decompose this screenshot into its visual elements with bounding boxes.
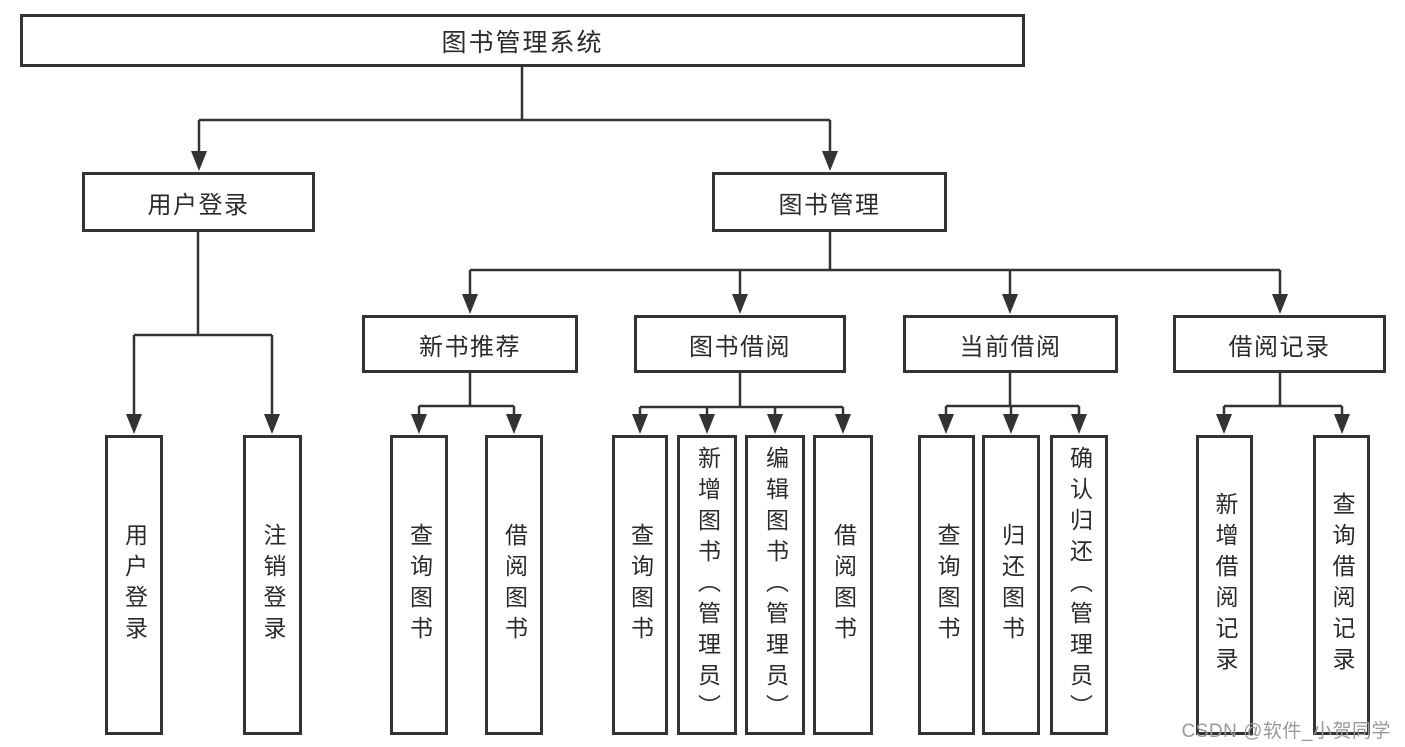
node-label: 注销登录	[260, 523, 286, 647]
leaf-current-return-books: 归还图书	[982, 435, 1040, 735]
node-book-management: 图书管理	[712, 172, 947, 232]
node-book-borrowing: 图书借阅	[634, 315, 846, 373]
node-label: 归还图书	[998, 523, 1025, 647]
leaf-recommend-borrow-books: 借阅图书	[485, 435, 543, 735]
arrowheads-level2	[191, 151, 838, 171]
leaf-borrowing-query-books: 查询图书	[612, 435, 668, 735]
node-new-book-recommend: 新书推荐	[362, 315, 578, 373]
arrowheads-bookborrow-leaves	[632, 414, 851, 434]
node-root: 图书管理系统	[20, 14, 1025, 67]
node-label: 当前借阅	[959, 333, 1062, 361]
leaf-recommend-query-books: 查询图书	[390, 435, 448, 735]
node-label: 图书管理	[778, 191, 881, 219]
node-label: 借阅图书	[501, 523, 528, 647]
csdn-watermark: CSDN @软件_小贺同学	[1181, 721, 1391, 742]
node-label: 新增借阅记录	[1212, 492, 1238, 678]
leaf-records-query-record: 查询借阅记录	[1313, 435, 1370, 735]
node-label: 图书借阅	[689, 333, 791, 361]
arrowheads-level3	[462, 294, 1288, 314]
node-current-borrowing: 当前借阅	[903, 315, 1118, 373]
leaf-records-add-record: 新增借阅记录	[1196, 435, 1253, 735]
node-label: 用户登录	[121, 523, 148, 647]
connector-records-to-leaves	[1222, 373, 1344, 416]
node-label: 查询图书	[627, 523, 654, 647]
leaf-borrowing-add-books-admin: 新增图书（管理员）	[677, 435, 737, 735]
leaf-logout: 注销登录	[243, 435, 302, 735]
node-borrow-records: 借阅记录	[1173, 315, 1386, 373]
arrowheads-newbook-leaves	[411, 414, 522, 434]
node-label: 借阅图书	[830, 523, 857, 647]
connector-currentborrow-to-leaves	[944, 373, 1081, 416]
arrowheads-userlogin-leaves	[126, 414, 280, 434]
node-label: 用户登录	[147, 191, 250, 219]
node-label: 查询图书	[934, 523, 960, 647]
node-label: 图书管理系统	[441, 28, 604, 57]
leaf-current-query-books: 查询图书	[918, 435, 975, 735]
connector-bookborrow-to-leaves	[638, 373, 845, 416]
node-label: 借阅记录	[1228, 333, 1331, 361]
arrowheads-records-leaves	[1216, 414, 1350, 434]
connector-bookmgmt-to-level3	[468, 232, 1282, 296]
connector-newbook-to-leaves	[417, 373, 516, 416]
leaf-borrowing-borrow-books: 借阅图书	[813, 435, 873, 735]
node-user-login-branch: 用户登录	[82, 172, 315, 232]
node-label: 查询图书	[406, 523, 433, 647]
node-label: 新增图书（管理员）	[694, 445, 721, 725]
connector-userlogin-to-leaves	[132, 232, 274, 416]
node-label: 查询借阅记录	[1329, 492, 1355, 678]
arrowheads-currentborrow-leaves	[938, 414, 1087, 434]
node-label: 确认归还（管理员）	[1066, 445, 1093, 725]
node-label: 新书推荐	[419, 333, 521, 361]
leaf-user-login: 用户登录	[105, 435, 163, 735]
leaf-borrowing-edit-books-admin: 编辑图书（管理员）	[745, 435, 805, 735]
leaf-current-confirm-return-admin: 确认归还（管理员）	[1050, 435, 1108, 735]
connector-root-to-level2	[197, 67, 832, 153]
node-label: 编辑图书（管理员）	[762, 445, 789, 725]
